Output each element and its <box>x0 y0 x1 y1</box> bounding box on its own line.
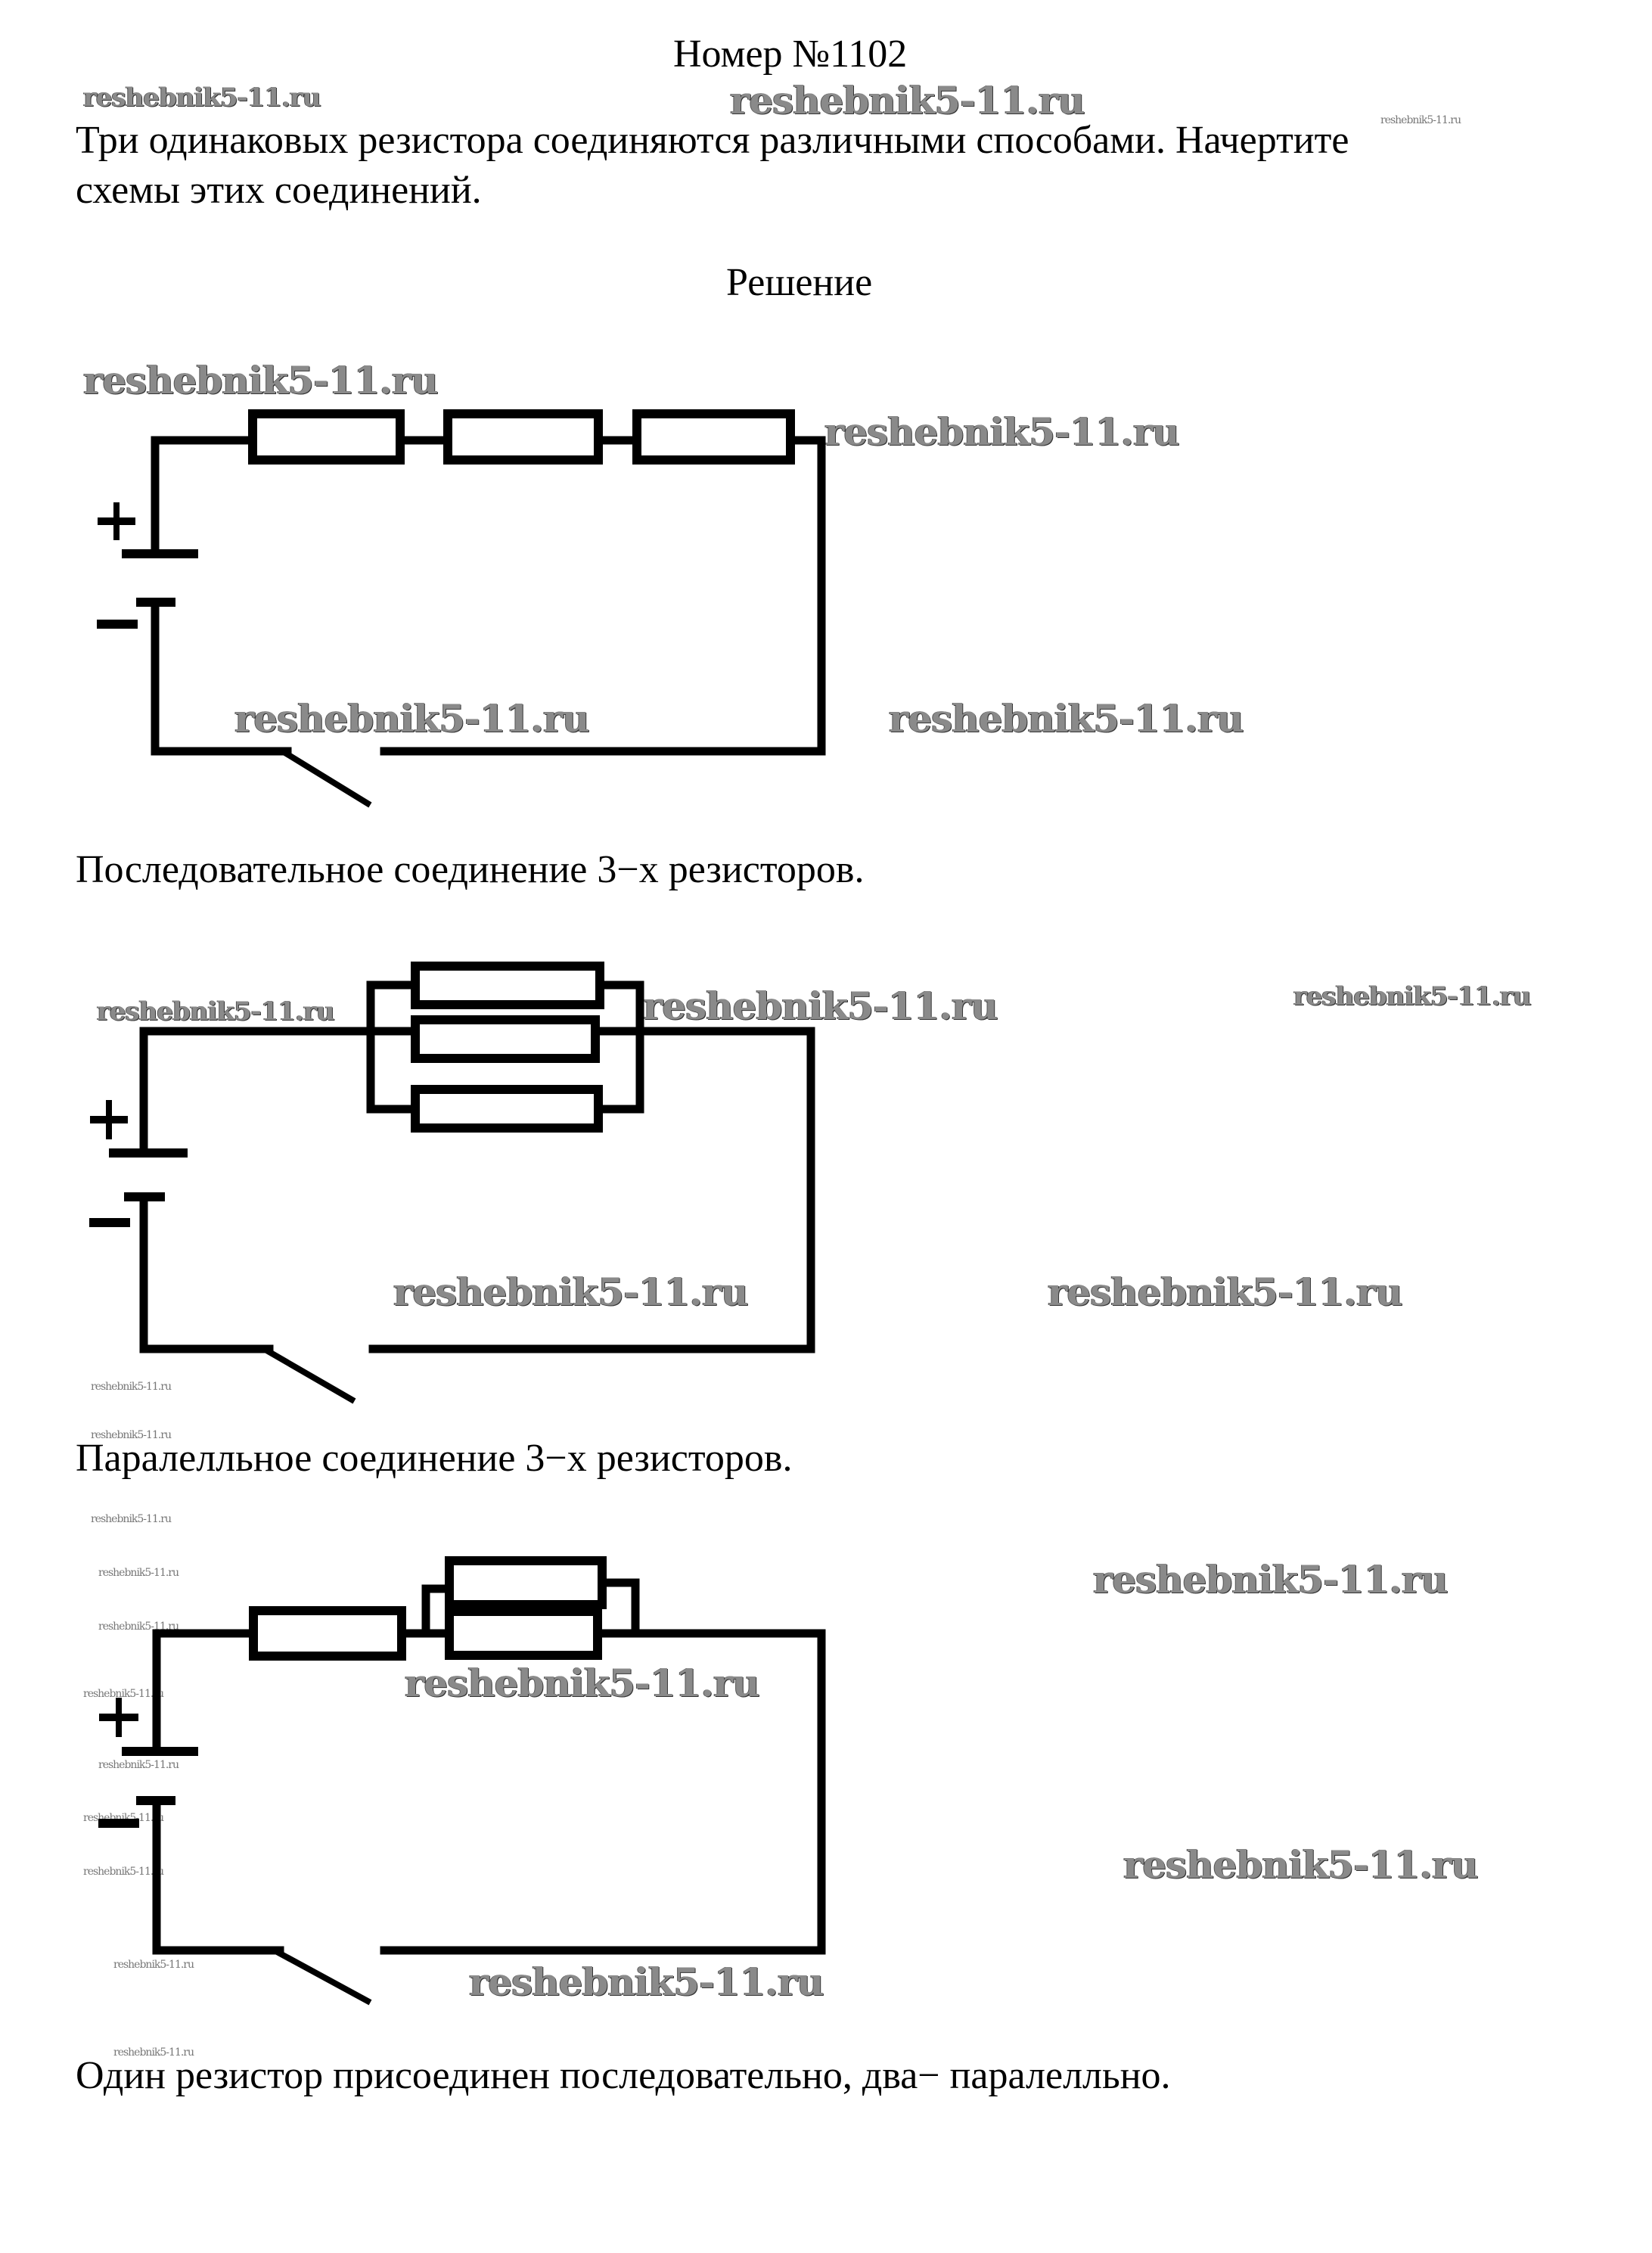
watermark: reshebnik5-11.ru <box>83 358 439 402</box>
watermark: reshebnik5-11.ru <box>824 409 1180 454</box>
switch-lever <box>283 750 372 808</box>
watermark: reshebnik5-11.ru <box>1293 981 1532 1012</box>
caption-parallel: Паралелльное соединение 3−х резисторов. <box>76 1437 793 1480</box>
watermark: reshebnik5-11.ru <box>113 1959 194 1971</box>
wire <box>595 980 644 1114</box>
watermark: reshebnik5-11.ru <box>98 1759 179 1771</box>
watermark: reshebnik5-11.ru <box>98 1567 179 1579</box>
wire <box>598 1578 640 1638</box>
resistor <box>445 1556 607 1609</box>
resistor <box>411 1085 603 1133</box>
watermark: reshebnik5-11.ru <box>469 1959 824 2004</box>
wire <box>152 1796 284 1955</box>
wire <box>139 1027 375 1158</box>
wire <box>380 1629 826 1955</box>
resistor <box>632 409 795 465</box>
watermark: reshebnik5-11.ru <box>234 696 590 741</box>
watermark: reshebnik5-11.ru <box>889 696 1244 741</box>
switch-lever <box>275 1949 372 2006</box>
resistor <box>411 962 604 1009</box>
watermark: reshebnik5-11.ru <box>83 1866 164 1878</box>
switch-lever <box>265 1347 356 1404</box>
resistor <box>249 1606 406 1661</box>
watermark: reshebnik5-11.ru <box>83 1688 164 1700</box>
wire <box>366 980 420 1114</box>
watermark: reshebnik5-11.ru <box>393 1269 749 1314</box>
resistor <box>443 409 603 465</box>
watermark: reshebnik5-11.ru <box>405 1661 760 1705</box>
watermark: reshebnik5-11.ru <box>97 996 335 1027</box>
wire <box>368 1027 815 1353</box>
resistor <box>445 1607 602 1660</box>
watermark: reshebnik5-11.ru <box>643 984 998 1028</box>
wire <box>421 1584 454 1638</box>
resistor <box>411 1015 600 1063</box>
problem-text-line-2: схемы этих соединений. <box>76 169 482 212</box>
watermark: reshebnik5-11.ru <box>1123 1842 1479 1887</box>
watermark: reshebnik5-11.ru <box>83 82 321 113</box>
circuit-mixed <box>98 1556 826 2006</box>
resistor <box>248 409 405 465</box>
wire <box>152 1629 258 1756</box>
watermark: reshebnik5-11.ru <box>91 1381 172 1393</box>
wire <box>151 436 257 558</box>
wire <box>139 1192 274 1353</box>
caption-series: Последовательное соединение 3−х резистор… <box>76 848 865 891</box>
solution-heading: Решение <box>726 261 873 304</box>
page-title: Номер №1102 <box>673 33 908 76</box>
wire <box>380 436 826 756</box>
watermark: reshebnik5-11.ru <box>1048 1269 1403 1314</box>
wire <box>151 598 292 756</box>
watermark: reshebnik5-11.ru <box>1380 114 1461 126</box>
watermark: reshebnik5-11.ru <box>113 2046 194 2059</box>
watermark: reshebnik5-11.ru <box>91 1429 172 1441</box>
watermark: reshebnik5-11.ru <box>730 78 1085 123</box>
watermark: reshebnik5-11.ru <box>1093 1557 1449 1602</box>
problem-text-line-1: Три одинаковых резистора соединяются раз… <box>76 119 1349 162</box>
watermark: reshebnik5-11.ru <box>91 1513 172 1525</box>
circuit-parallel <box>89 962 815 1404</box>
caption-mixed: Один резистор присоединен последовательн… <box>76 2054 1171 2097</box>
circuit-series <box>97 409 826 808</box>
